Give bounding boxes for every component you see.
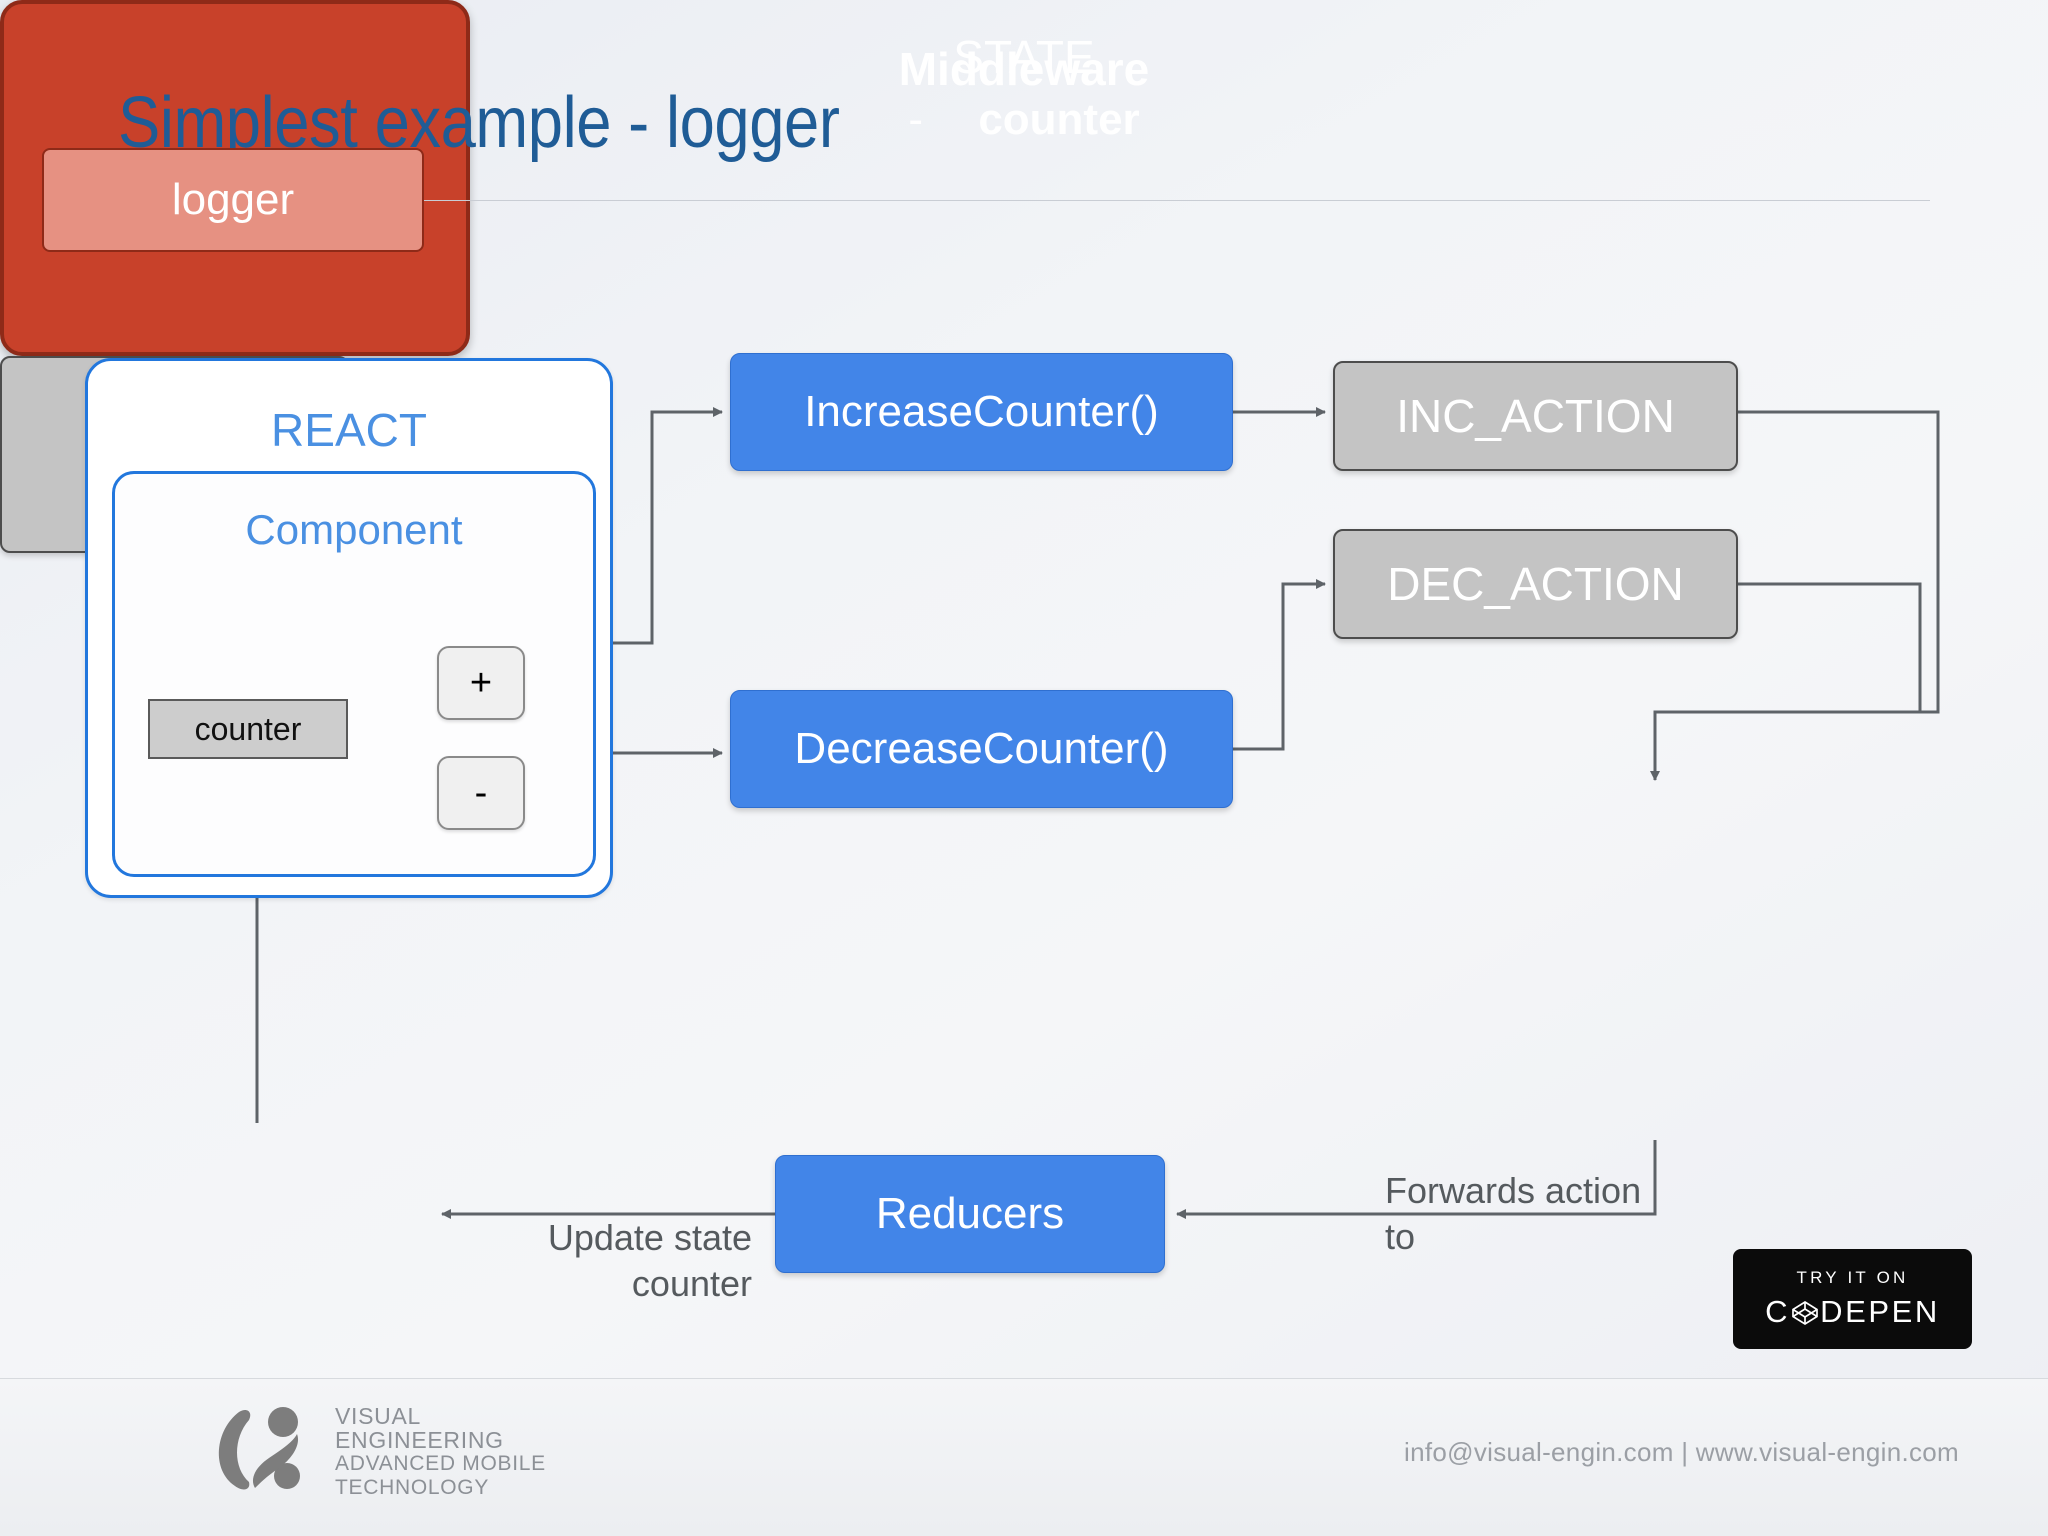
counter-display: counter — [148, 699, 348, 759]
dec-action-node[interactable]: DEC_ACTION — [1333, 529, 1738, 639]
reducers-node[interactable]: Reducers — [775, 1155, 1165, 1273]
codepen-wordmark: C DEPEN — [1765, 1294, 1940, 1330]
footer-contact-info: info@visual-engin.com | www.visual-engin… — [1404, 1437, 1960, 1467]
state-field-name: counter — [978, 95, 1140, 144]
codepen-brand-left: C — [1765, 1294, 1791, 1329]
react-label: REACT — [271, 404, 427, 456]
middleware-container[interactable]: Middleware logger — [0, 0, 1149, 356]
state-field-row: - counter — [0, 95, 2048, 145]
footer-logo-text: VISUAL ENGINEERING ADVANCED MOBILE TECHN… — [335, 1404, 546, 1500]
state-bullet: - — [908, 95, 923, 144]
decrement-button[interactable]: - — [437, 756, 525, 830]
title-divider — [115, 200, 1930, 201]
footer-logo-line4: TECHNOLOGY — [335, 1476, 490, 1499]
component-container: Component counter + - — [112, 471, 596, 877]
forwards-action-label: Forwards action to — [1385, 1170, 1642, 1257]
footer-logo-line3: ADVANCED MOBILE — [335, 1452, 546, 1475]
state-title: STATE — [953, 31, 1095, 83]
visual-engineering-logo-icon — [218, 1407, 300, 1490]
codepen-brand-right: DEPEN — [1820, 1294, 1940, 1329]
codepen-logo-icon — [1790, 1297, 1820, 1327]
middleware-title: Middleware — [898, 43, 1150, 95]
inc-action-node[interactable]: INC_ACTION — [1333, 361, 1738, 471]
update-state-label: Update state counter — [547, 1217, 752, 1304]
increment-button[interactable]: + — [437, 646, 525, 720]
react-container: REACT Component counter + - — [85, 358, 613, 898]
footer-bar — [0, 1379, 2048, 1536]
increase-counter-node[interactable]: IncreaseCounter() — [730, 353, 1233, 471]
footer-divider — [0, 1378, 2048, 1379]
component-label: Component — [245, 506, 463, 553]
footer-logo-line1: VISUAL — [335, 1403, 422, 1429]
logger-node[interactable]: logger — [42, 148, 424, 252]
decrease-counter-node[interactable]: DecreaseCounter() — [730, 690, 1233, 808]
codepen-try-label: TRY IT ON — [1796, 1268, 1909, 1287]
codepen-badge[interactable]: TRY IT ON C DEPEN — [1733, 1249, 1972, 1349]
footer-logo-line2: ENGINEERING — [335, 1427, 504, 1453]
